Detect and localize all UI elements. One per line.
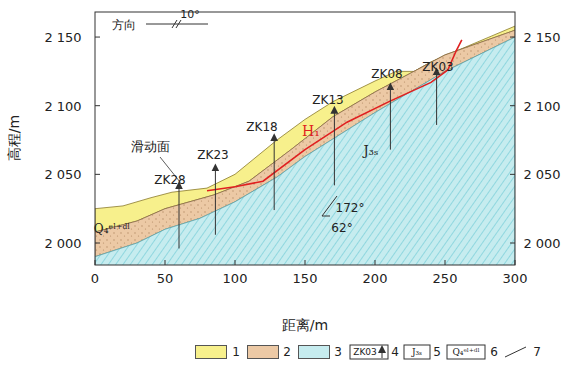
legend-text: 5 xyxy=(433,346,441,358)
tick-label: 2 000 xyxy=(523,237,560,250)
tick xyxy=(445,260,446,265)
tick xyxy=(305,260,306,265)
tick-label: 2 050 xyxy=(44,168,81,181)
slide-id: H₁ xyxy=(302,124,320,138)
dip-label: 62° xyxy=(331,222,352,234)
tick xyxy=(95,243,100,244)
tick-label: 100 xyxy=(223,272,248,285)
borehole xyxy=(274,137,275,210)
legend-text: 1 xyxy=(232,346,240,358)
legend-sample-text: J₃ₛ xyxy=(412,348,422,357)
axis-title: 高程/m xyxy=(7,115,21,161)
borehole xyxy=(436,71,437,125)
tick xyxy=(515,260,516,265)
sliding-surface xyxy=(207,40,462,191)
tick xyxy=(510,174,515,175)
dip-symbol xyxy=(322,196,337,216)
tick xyxy=(95,260,96,265)
plot-frame xyxy=(95,12,515,265)
borehole-id: ZK28 xyxy=(154,174,185,186)
tick xyxy=(95,174,100,175)
tick xyxy=(165,260,166,265)
legend-text: 4 xyxy=(391,346,399,358)
tick xyxy=(510,243,515,244)
tick-label: 250 xyxy=(433,272,458,285)
tick-label: 50 xyxy=(157,272,174,285)
tick-label: 2 150 xyxy=(523,31,560,44)
tick xyxy=(510,105,515,106)
legend-swatch xyxy=(247,345,279,359)
borehole-id: ZK03 xyxy=(422,61,453,73)
legend-sample xyxy=(350,345,388,359)
legend-text: 3 xyxy=(334,346,342,358)
tick-label: 150 xyxy=(293,272,318,285)
legend-sample xyxy=(404,345,430,359)
stratum-label: J₃ₛ xyxy=(364,144,379,157)
legend-sample-text: ZK03 xyxy=(353,348,377,357)
legend-sample-text: Q₄ᵉˡ⁺ᵈˡ xyxy=(452,348,479,357)
dip-label: 172° xyxy=(336,202,365,214)
borehole-id: ZK23 xyxy=(197,149,228,161)
tick xyxy=(95,105,100,106)
tick xyxy=(510,37,515,38)
borehole-id: ZK13 xyxy=(312,94,343,106)
tick-label: 2 100 xyxy=(44,99,81,112)
direction-mark xyxy=(176,20,181,28)
borehole-id: ZK18 xyxy=(246,121,277,133)
stratum-label: Q₄ᵉˡ⁺ᵈˡ xyxy=(94,223,130,235)
angle-label: 10° xyxy=(180,9,200,20)
tick xyxy=(375,260,376,265)
tick xyxy=(235,260,236,265)
legend-text: 2 xyxy=(283,346,291,358)
tick-label: 0 xyxy=(91,272,99,285)
tick-label: 2 150 xyxy=(44,31,81,44)
legend-swatch xyxy=(298,345,330,359)
borehole xyxy=(334,110,335,186)
tick-label: 2 100 xyxy=(523,99,560,112)
borehole xyxy=(179,185,180,248)
dip-symbol xyxy=(322,216,330,217)
legend-sample xyxy=(382,349,383,358)
callout: 滑动面 xyxy=(131,140,170,153)
borehole-id: ZK08 xyxy=(371,68,402,80)
legend-text: 7 xyxy=(533,346,541,358)
borehole xyxy=(390,86,391,149)
axis-title: 距离/m xyxy=(282,318,328,332)
legend-sample xyxy=(505,347,526,357)
legend-swatch xyxy=(195,345,227,359)
tick-label: 300 xyxy=(503,272,528,285)
borehole xyxy=(215,167,216,234)
tick-label: 2 050 xyxy=(523,168,560,181)
legend-sample xyxy=(447,345,485,359)
tick-label: 200 xyxy=(363,272,388,285)
legend-text: 6 xyxy=(490,346,498,358)
tick-label: 2 000 xyxy=(44,237,81,250)
tick xyxy=(95,37,100,38)
direction-line xyxy=(146,24,208,25)
direction-label: 方向 xyxy=(112,19,136,31)
bedrock xyxy=(95,37,515,265)
